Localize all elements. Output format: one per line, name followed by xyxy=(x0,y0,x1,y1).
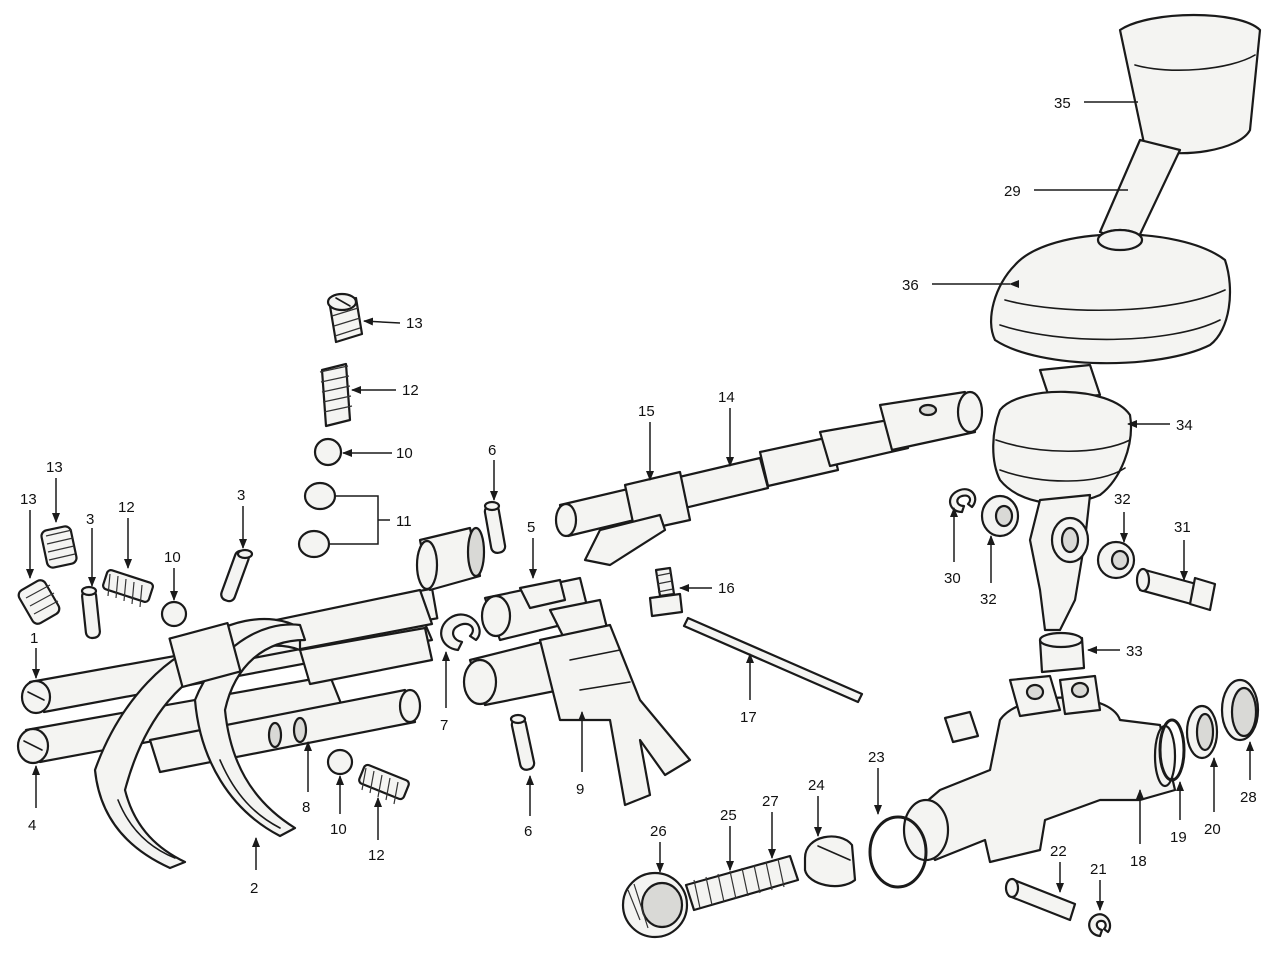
callout-8: 8 xyxy=(302,799,310,816)
callout-35: 35 xyxy=(1054,95,1071,112)
callout-3a: 3 xyxy=(86,511,94,528)
collar xyxy=(415,526,486,592)
callout-29: 29 xyxy=(1004,183,1021,200)
callout-10b: 10 xyxy=(396,445,413,462)
inner-boot-34 xyxy=(992,363,1133,505)
ball-11b xyxy=(297,529,331,559)
callout-31: 31 xyxy=(1174,519,1191,536)
callout-10a: 10 xyxy=(164,549,181,566)
callout-17: 17 xyxy=(740,709,757,726)
control-housing-18 xyxy=(902,674,1177,864)
callout-2: 2 xyxy=(250,880,258,897)
callout-3b: 3 xyxy=(237,487,245,504)
callout-labels: 1 2 3 3 4 5 6 6 7 8 9 10 10 10 11 12 12 … xyxy=(20,95,1257,897)
plug-13a xyxy=(40,525,78,569)
callout-10c: 10 xyxy=(330,821,347,838)
callout-5: 5 xyxy=(527,519,535,536)
clip-21 xyxy=(1088,913,1112,938)
ring-19 xyxy=(1158,718,1186,782)
washer-20 xyxy=(1185,704,1219,760)
shift-fork-9 xyxy=(462,623,692,807)
bushing-32a xyxy=(980,494,1020,538)
spring-12a xyxy=(102,569,154,608)
callout-12a: 12 xyxy=(118,499,135,516)
callout-28: 28 xyxy=(1240,789,1257,806)
callout-12c: 12 xyxy=(368,847,385,864)
pin-6a xyxy=(483,500,507,555)
callout-6b: 6 xyxy=(524,823,532,840)
callout-22: 22 xyxy=(1050,843,1067,860)
spring-12b xyxy=(319,362,353,428)
callout-36: 36 xyxy=(902,277,919,294)
callout-15: 15 xyxy=(638,403,655,420)
callout-14: 14 xyxy=(718,389,735,406)
callout-1: 1 xyxy=(30,630,38,647)
bolt-16 xyxy=(648,566,684,618)
ball-10b xyxy=(313,437,343,467)
plug-13c xyxy=(326,292,364,344)
leader-lines xyxy=(26,101,1254,911)
callout-16: 16 xyxy=(718,580,735,597)
callout-19: 19 xyxy=(1170,829,1187,846)
control-lever xyxy=(1028,493,1092,632)
callout-26: 26 xyxy=(650,823,667,840)
callout-13b: 13 xyxy=(20,491,37,508)
callout-32b: 32 xyxy=(1114,491,1131,508)
callout-20: 20 xyxy=(1204,821,1221,838)
striking-rod-14 xyxy=(554,390,984,538)
interlock-pin-3b xyxy=(220,548,254,603)
striking-lever-15 xyxy=(583,470,692,567)
callout-32a: 32 xyxy=(980,591,997,608)
o-ring-23 xyxy=(868,815,928,889)
callout-27: 27 xyxy=(762,793,779,810)
interlock-pin-3a xyxy=(80,585,101,640)
callout-6a: 6 xyxy=(488,442,496,459)
plug-26 xyxy=(621,871,689,939)
callout-9: 9 xyxy=(576,781,584,798)
shift-boot-36 xyxy=(990,228,1232,365)
bushing-32b xyxy=(1096,540,1136,580)
shift-fork-2 xyxy=(93,617,307,870)
callout-24: 24 xyxy=(808,777,825,794)
ball-11a xyxy=(303,481,337,511)
callout-33: 33 xyxy=(1126,643,1143,660)
pin-6b xyxy=(509,713,536,771)
small-plug xyxy=(943,710,980,744)
bushing-33 xyxy=(1038,631,1086,674)
rod-17 xyxy=(682,616,864,704)
cap-28 xyxy=(1220,678,1260,742)
ball-10c xyxy=(326,748,354,776)
spring-12c xyxy=(358,763,410,805)
plug-24 xyxy=(803,835,857,888)
callout-13c: 13 xyxy=(406,315,423,332)
callout-13a: 13 xyxy=(46,459,63,476)
pin-22 xyxy=(1004,877,1077,922)
callout-23: 23 xyxy=(868,749,885,766)
pin-31 xyxy=(1135,567,1217,612)
callout-11: 11 xyxy=(396,513,412,530)
callout-7: 7 xyxy=(440,717,448,734)
snap-ring-7 xyxy=(440,613,481,652)
spring-25 xyxy=(684,854,800,912)
ball-10a xyxy=(160,600,188,628)
callout-12b: 12 xyxy=(402,382,419,399)
plug-13b xyxy=(17,579,61,625)
callout-30: 30 xyxy=(944,570,961,587)
callout-18: 18 xyxy=(1130,853,1147,870)
callout-34: 34 xyxy=(1176,417,1193,434)
callout-4: 4 xyxy=(28,817,36,834)
callout-21: 21 xyxy=(1090,861,1107,878)
shift-knob-35 xyxy=(1118,13,1262,155)
callout-25: 25 xyxy=(720,807,737,824)
